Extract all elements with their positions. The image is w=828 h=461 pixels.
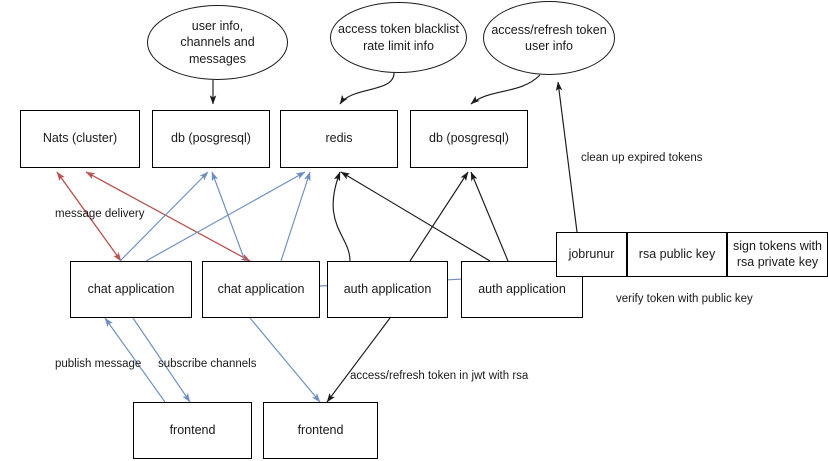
edge-auth1-to-redis — [332, 171, 351, 262]
edge-auth-jwt-to-frontend — [326, 317, 391, 403]
node-frontend-2: frontend — [263, 402, 378, 459]
edge-chat2-to-redis — [280, 171, 311, 262]
edge-auth1-to-db2 — [409, 171, 469, 262]
cell-jobrunur: jobrunur — [556, 232, 627, 277]
edge-label-verify-token: verify token with public key — [616, 293, 753, 305]
node-chat-application-2: chat application — [202, 261, 320, 318]
node-db-postgresql-2: db (posgresql) — [410, 110, 528, 168]
node-db-postgresql-1: db (posgresql) — [152, 110, 270, 168]
edge-label-access-refresh-jwt: access/refresh token in jwt with rsa — [350, 370, 529, 382]
node-redis: redis — [280, 110, 398, 168]
ellipse-user-info: user info,channels and messages — [147, 5, 288, 80]
edge-chat1-subscribe-to-frontend — [132, 317, 191, 403]
edge-blacklist-to-redis — [339, 72, 395, 105]
edge-nats-chat1-down — [56, 171, 122, 262]
edge-chat1-to-db1 — [119, 171, 209, 262]
edge-label-message-delivery: message delivery — [55, 208, 145, 220]
edge-token-user-to-db2 — [470, 74, 541, 105]
edge-chat2-to-frontend — [249, 317, 321, 403]
node-auth-application-1: auth application — [327, 261, 448, 318]
edge-label-clean-up-expired: clean up expired tokens — [581, 152, 703, 164]
edge-jobrunur-to-token-user — [555, 81, 578, 233]
node-nats-cluster: Nats (cluster) — [20, 110, 140, 168]
edge-chat2-to-db1 — [211, 171, 246, 262]
edge-label-publish-message: publish message — [55, 358, 142, 370]
edge-label-subscribe-channels: subscribe channels — [158, 358, 257, 370]
edge-auth2-to-redis — [340, 171, 491, 262]
node-frontend-1: frontend — [133, 402, 252, 459]
edge-nats-chat2-down — [85, 171, 251, 262]
edge-auth2-to-db2 — [470, 171, 509, 262]
cell-rsa-public-key: rsa public key — [627, 232, 727, 277]
edge-chat1-publish-from-frontend — [104, 317, 166, 403]
node-chat-application-1: chat application — [70, 261, 192, 318]
edge-chat1-to-redis — [145, 171, 306, 262]
